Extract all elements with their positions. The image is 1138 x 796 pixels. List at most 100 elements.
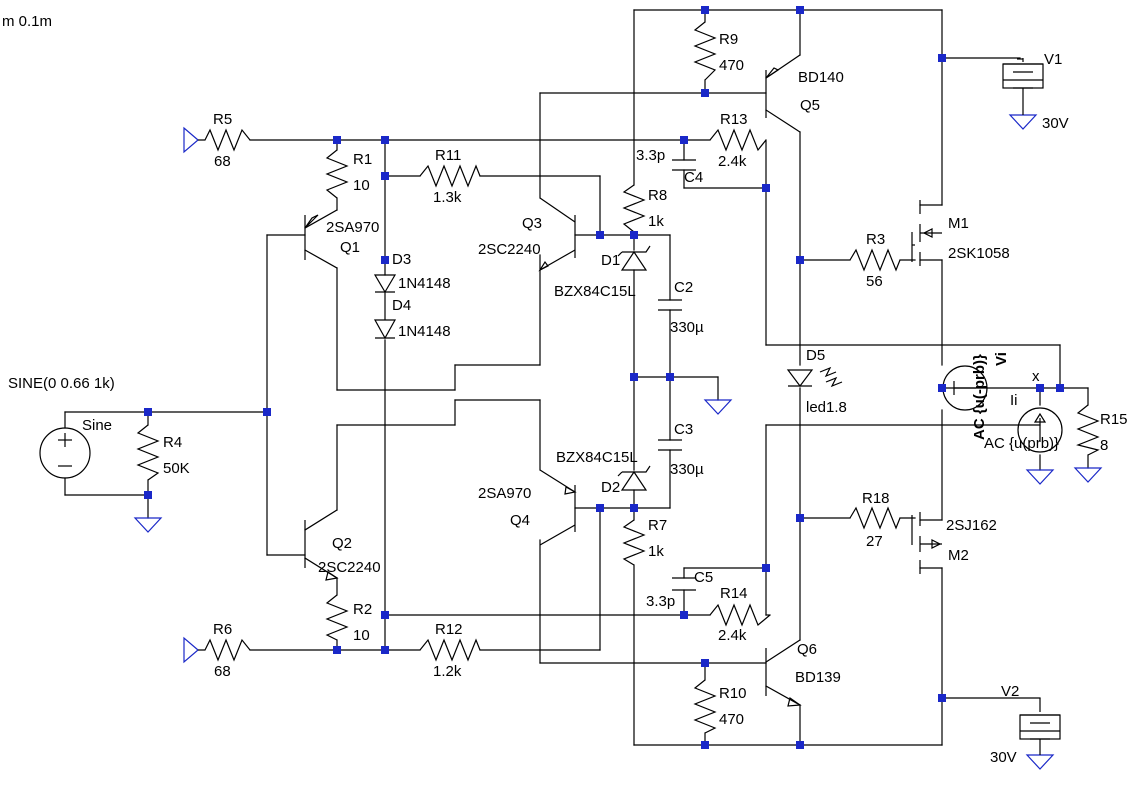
- capacitor-c2: [658, 299, 682, 311]
- model-d1: BZX84C15L: [554, 283, 636, 300]
- label-q5: Q5: [800, 97, 820, 114]
- transistor-q1: [304, 214, 319, 260]
- value-c3: 330µ: [670, 461, 704, 478]
- transistor-q4: [539, 469, 577, 546]
- model-q4: 2SA970: [478, 485, 531, 502]
- label-q6: Q6: [797, 641, 817, 658]
- mosfet-m1: [911, 200, 942, 266]
- ground-v2: [1025, 754, 1055, 770]
- label-d4: D4: [392, 297, 411, 314]
- value-c4: 3.3p: [636, 147, 665, 164]
- capacitor-c4: [672, 159, 696, 171]
- label-q4: Q4: [510, 512, 530, 529]
- resistor-r10: [693, 679, 717, 734]
- value-r8: 1k: [648, 213, 664, 230]
- label-c2: C2: [674, 279, 693, 296]
- label-r4: R4: [163, 434, 182, 451]
- transistor-q2: [304, 520, 339, 581]
- sine-source: [39, 427, 91, 479]
- label-v1: V1: [1044, 51, 1062, 68]
- label-r8: R8: [648, 187, 667, 204]
- value-r10: 470: [719, 711, 744, 728]
- source-name: Sine: [82, 417, 112, 434]
- resistor-r2: [325, 594, 349, 641]
- value-ii: AC {u(prb)}: [984, 435, 1059, 452]
- label-m2: M2: [948, 547, 969, 564]
- label-x: x: [1032, 368, 1040, 385]
- probe-ii: [1017, 407, 1063, 453]
- model-q3: 2SC2240: [478, 241, 541, 258]
- ground-r15: [1073, 467, 1103, 483]
- ground-ii: [1025, 469, 1055, 485]
- led-d5: [786, 366, 843, 388]
- mosfet-m2: [911, 512, 942, 574]
- model-m1: 2SK1058: [948, 245, 1010, 262]
- model-m2: 2SJ162: [946, 517, 997, 534]
- labels: m 0.1m SINE(0 0.66 1k) Sine R5 68 R6 68 …: [2, 13, 1128, 766]
- resistor-r15: [1076, 404, 1100, 456]
- model-d3: 1N4148: [398, 275, 451, 292]
- value-r14: 2.4k: [718, 627, 747, 644]
- zener-d1: [617, 245, 651, 271]
- label-d5: D5: [806, 347, 825, 364]
- value-r13: 2.4k: [718, 153, 747, 170]
- resistor-r12: [419, 638, 481, 662]
- value-v1: 30V: [1042, 115, 1069, 132]
- value-r2: 10: [353, 627, 370, 644]
- source-value: SINE(0 0.66 1k): [8, 375, 115, 392]
- resistor-r6: [198, 638, 251, 662]
- label-c3: C3: [674, 421, 693, 438]
- label-m1: M1: [948, 215, 969, 232]
- transistors: [304, 67, 942, 707]
- transistor-q6: [765, 648, 802, 707]
- value-c5: 3.3p: [646, 593, 675, 610]
- ground-r4: [133, 517, 163, 533]
- resistor-r4: [136, 424, 160, 481]
- model-d4: 1N4148: [398, 323, 451, 340]
- resistor-r13: [709, 128, 767, 152]
- label-r2: R2: [353, 601, 372, 618]
- terminal-r6: [183, 636, 199, 664]
- diodes: [373, 245, 843, 491]
- value-r15: 8: [1100, 437, 1108, 454]
- model-d5: led1.8: [806, 399, 847, 416]
- resistor-r11: [419, 164, 481, 188]
- ground-symbols: [133, 114, 1103, 770]
- label-r10: R10: [719, 685, 747, 702]
- capacitor-c5: [672, 577, 696, 591]
- diode-d3: [373, 274, 397, 320]
- label-d1: D1: [601, 252, 620, 269]
- transistor-q3: [538, 197, 576, 272]
- directive-text: m 0.1m: [2, 13, 52, 30]
- value-r11: 1.3k: [433, 189, 462, 206]
- value-r6: 68: [214, 663, 231, 680]
- label-r13: R13: [720, 111, 748, 128]
- label-q2: Q2: [332, 535, 352, 552]
- resistor-r8: [622, 184, 646, 233]
- supply-v2: [1019, 698, 1061, 755]
- capacitors: [658, 159, 696, 591]
- label-c5: C5: [694, 569, 713, 586]
- resistor-r1: [325, 149, 349, 199]
- label-vi: Vi: [993, 352, 1010, 366]
- label-q1: Q1: [340, 239, 360, 256]
- label-r9: R9: [719, 31, 738, 48]
- label-q3: Q3: [522, 215, 542, 232]
- value-r3: 56: [866, 273, 883, 290]
- junctions: [144, 6, 1064, 749]
- label-r18: R18: [862, 490, 890, 507]
- value-r1: 10: [353, 177, 370, 194]
- value-r12: 1.2k: [433, 663, 462, 680]
- value-r4: 50K: [163, 460, 190, 477]
- resistor-r5: [198, 128, 251, 152]
- value-r9: 470: [719, 57, 744, 74]
- resistor-r9: [693, 21, 717, 81]
- label-r11: R11: [435, 147, 461, 164]
- resistor-r18: [849, 506, 901, 530]
- label-r14: R14: [720, 585, 748, 602]
- label-r5: R5: [213, 111, 232, 128]
- label-r1: R1: [353, 151, 372, 168]
- model-q2: 2SC2240: [318, 559, 381, 576]
- resistors: [136, 21, 1100, 734]
- ground-c2c3: [703, 399, 733, 415]
